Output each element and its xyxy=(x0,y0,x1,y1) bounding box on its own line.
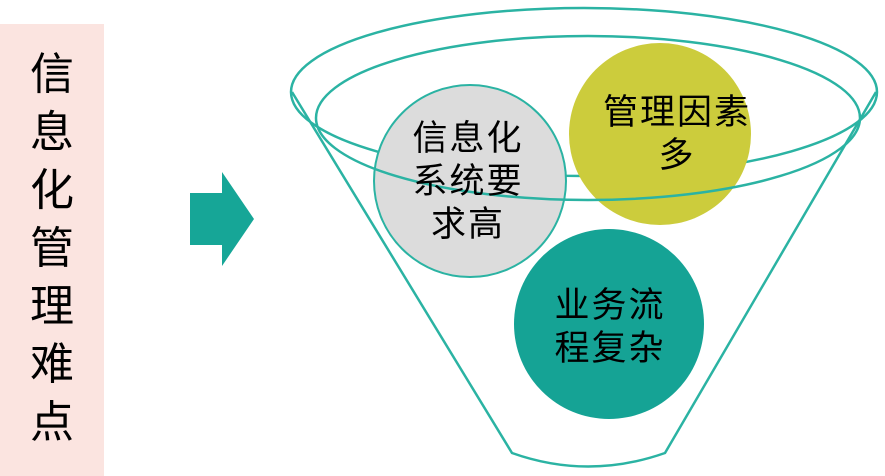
circle-label-line: 管理因素 xyxy=(602,93,751,133)
circle-label-line: 求高 xyxy=(430,205,505,245)
side-title-char: 息 xyxy=(30,107,74,158)
circle-label-line: 多 xyxy=(658,136,696,176)
side-title-char: 化 xyxy=(30,165,74,216)
circle-label-line: 程复杂 xyxy=(554,329,666,369)
side-title-char: 难 xyxy=(30,339,74,390)
side-title-char: 信 xyxy=(30,49,74,100)
arrow-shape xyxy=(190,172,254,266)
circle-business-process xyxy=(514,229,704,419)
circle-label-line: 业务流 xyxy=(554,286,666,326)
circle-information-system xyxy=(373,84,567,278)
circle-label-business-process: 业务流 程复杂 xyxy=(522,285,698,371)
side-title: 信 息 化 管 理 难 点 xyxy=(0,46,104,452)
circle-label-line: 系统要 xyxy=(412,162,524,202)
circle-label-management-factors: 管理因素 多 xyxy=(582,92,772,178)
circle-management-factors xyxy=(569,43,751,225)
right-arrow-icon xyxy=(190,172,254,266)
side-title-char: 点 xyxy=(30,397,74,448)
side-title-char: 理 xyxy=(30,281,74,332)
side-panel xyxy=(0,24,104,476)
side-title-char: 管 xyxy=(30,223,74,274)
circle-label-line: 信息化 xyxy=(412,119,524,159)
circle-label-information-system: 信息化 系统要 求高 xyxy=(386,118,550,247)
funnel-cone xyxy=(290,91,878,468)
funnel-rim-inner xyxy=(314,34,862,202)
